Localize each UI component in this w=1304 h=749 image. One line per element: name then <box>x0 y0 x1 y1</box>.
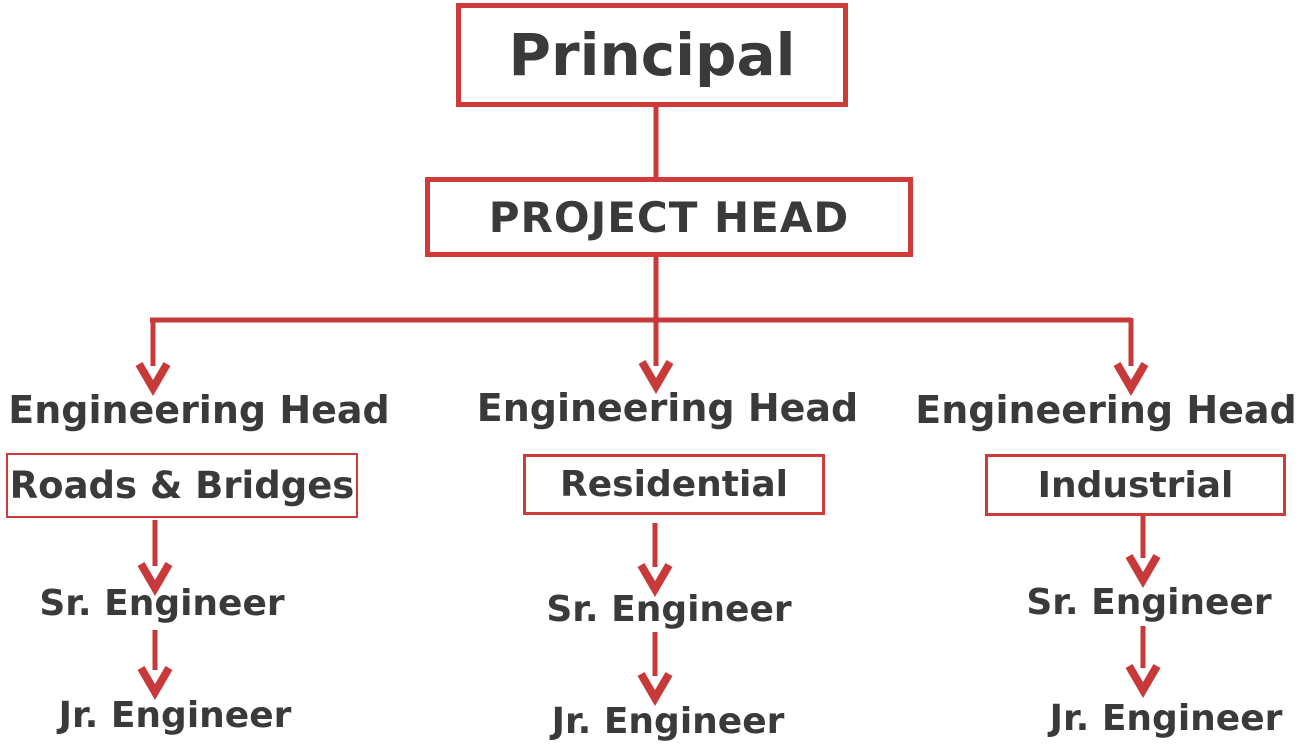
jr-engineer-label: Jr. Engineer <box>58 694 292 736</box>
arrowhead-left-branch-icon <box>135 361 171 396</box>
node-division-industrial: Industrial <box>985 454 1286 516</box>
jr-engineer-label: Jr. Engineer <box>1049 697 1283 739</box>
node-engineering-head-roads: Engineering Head <box>0 386 398 434</box>
sr-engineer-label: Sr. Engineer <box>39 582 285 624</box>
arrowhead-right-branch-icon <box>1113 361 1149 396</box>
engineering-head-label: Engineering Head <box>476 386 859 430</box>
arrowhead-right-jr-icon <box>1125 663 1161 698</box>
arrowhead-middle-jr-icon <box>637 671 673 706</box>
division-label: Industrial <box>1037 464 1234 506</box>
division-label: Roads & Bridges <box>9 464 355 507</box>
node-sr-engineer-residential: Sr. Engineer <box>509 588 829 630</box>
arrowhead-roads-sr-icon <box>137 561 173 596</box>
node-principal-label: Principal <box>508 21 796 89</box>
sr-engineer-label: Sr. Engineer <box>546 588 792 630</box>
arrowhead-middle-branch-icon <box>638 359 674 394</box>
jr-engineer-label: Jr. Engineer <box>551 700 785 742</box>
arrowhead-left-jr-icon <box>137 665 173 700</box>
node-division-residential: Residential <box>523 454 825 515</box>
node-sr-engineer-roads: Sr. Engineer <box>2 582 322 624</box>
node-jr-engineer-industrial: Jr. Engineer <box>1006 697 1304 739</box>
node-jr-engineer-roads: Jr. Engineer <box>15 694 335 736</box>
arrowhead-residential-sr-icon <box>637 562 673 597</box>
arrowhead-industrial-sr-icon <box>1125 553 1161 588</box>
node-principal: Principal <box>456 3 848 107</box>
engineering-head-label: Engineering Head <box>8 388 390 432</box>
division-label: Residential <box>560 464 788 505</box>
node-project-head: PROJECT HEAD <box>425 177 913 257</box>
node-engineering-head-residential: Engineering Head <box>465 384 870 432</box>
node-project-head-label: PROJECT HEAD <box>488 192 850 242</box>
node-engineering-head-industrial: Engineering Head <box>908 386 1304 434</box>
engineering-head-label: Engineering Head <box>915 388 1297 432</box>
sr-engineer-label: Sr. Engineer <box>1026 581 1272 623</box>
node-jr-engineer-residential: Jr. Engineer <box>508 700 828 742</box>
node-sr-engineer-industrial: Sr. Engineer <box>989 581 1304 623</box>
node-division-roads-bridges: Roads & Bridges <box>6 453 358 518</box>
